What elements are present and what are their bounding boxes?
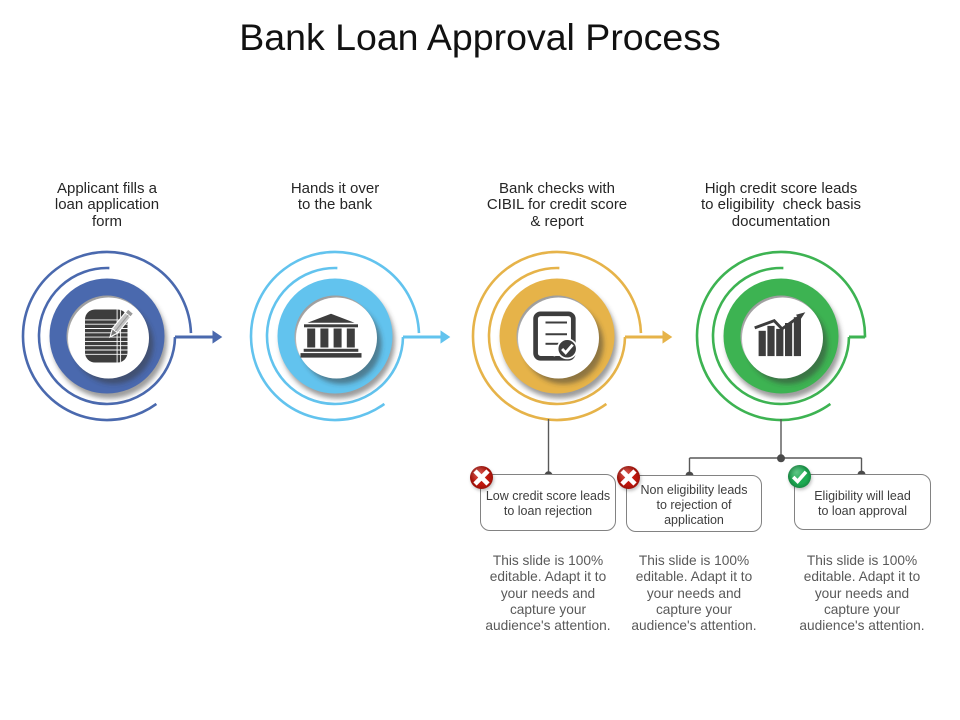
step-ring	[277, 278, 393, 393]
editable-note: This slide is 100% editable. Adapt it to…	[799, 553, 925, 634]
cross-badge-icon	[470, 465, 493, 489]
outcome-text: Low credit score leads to loan rejection	[485, 489, 611, 518]
check-badge-icon	[787, 465, 811, 488]
outcome-box-rejection-low-score: Low credit score leads to loan rejection	[480, 474, 616, 531]
page-title: Bank Loan Approval Process	[239, 16, 721, 58]
step-inner-circle	[518, 297, 599, 378]
outer-swirl-arc	[249, 250, 421, 421]
step-circle-bank	[249, 250, 451, 421]
connector-dot	[777, 454, 785, 463]
document-pencil-icon	[85, 307, 135, 362]
cross-icon	[473, 468, 490, 486]
step-ring	[723, 278, 839, 393]
step-label-1: Applicant fills a loan application form	[54, 180, 160, 230]
arrow-head	[212, 329, 223, 344]
outer-swirl-arc	[21, 250, 193, 421]
check-icon	[791, 470, 807, 485]
inner-swirl-arc	[487, 266, 627, 405]
arrow-head	[662, 329, 673, 344]
bank-building-icon	[300, 313, 362, 358]
inner-swirl-arc	[711, 266, 851, 405]
step-ring	[499, 278, 615, 393]
step-label-3: Bank checks with CIBIL for credit score …	[486, 180, 628, 230]
arrow-head	[440, 329, 451, 344]
outcome-box-approval: Eligibility will lead to loan approval	[794, 474, 931, 530]
editable-note: This slide is 100% editable. Adapt it to…	[631, 553, 757, 634]
editable-note: This slide is 100% editable. Adapt it to…	[485, 553, 611, 634]
outer-swirl-arc	[471, 250, 643, 421]
step-circle-eligibility	[695, 250, 867, 421]
step-circle-credit-check	[471, 250, 673, 421]
step-circle-application	[21, 250, 223, 421]
outer-swirl-arc	[695, 250, 867, 421]
cross-badge-icon	[617, 466, 640, 489]
outcome-text: Eligibility will lead to loan approval	[814, 488, 911, 518]
inner-swirl-arc	[37, 266, 177, 405]
outcome-text: Non eligibility leads to rejection of ap…	[640, 482, 748, 527]
step-label-4: High credit score leads to eligibility c…	[700, 180, 862, 230]
inner-swirl-arc	[265, 266, 405, 405]
bar-chart-growth-icon	[754, 311, 806, 356]
document-check-icon	[533, 310, 578, 361]
cross-icon	[620, 469, 637, 486]
step-ring	[49, 278, 165, 393]
step-label-2: Hands it over to the bank	[290, 180, 380, 214]
outcome-box-rejection-non-eligibility: Non eligibility leads to rejection of ap…	[626, 475, 762, 532]
